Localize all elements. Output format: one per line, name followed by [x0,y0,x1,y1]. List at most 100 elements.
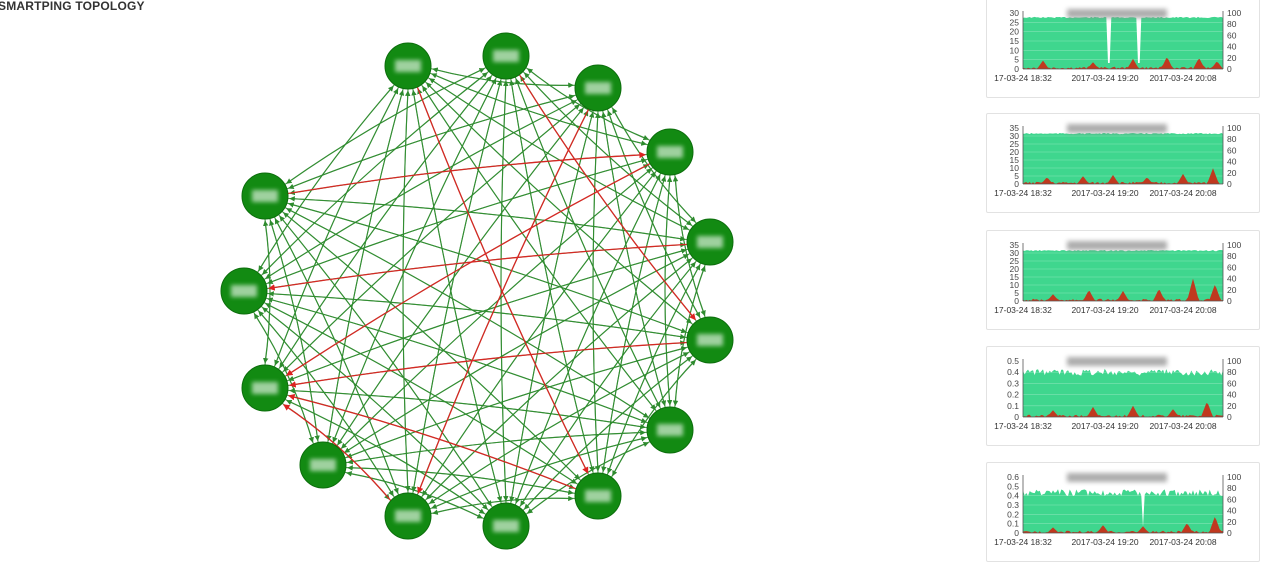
right-tick-label: 20 [1227,53,1237,63]
right-tick-label: 80 [1227,483,1237,493]
left-tick-label: 25 [1010,17,1020,27]
topology-node[interactable] [241,364,289,412]
edge-layer [253,67,706,520]
network-link [327,89,405,443]
network-link [612,358,697,477]
topology-node[interactable] [241,172,289,220]
right-tick-label: 80 [1227,134,1237,144]
right-tick-label: 100 [1227,240,1241,250]
left-tick-label: 0.4 [1007,367,1019,377]
loss-area [1023,403,1223,417]
right-tick-label: 20 [1227,285,1237,295]
right-tick-label: 80 [1227,367,1237,377]
topology-node[interactable] [646,406,694,454]
network-link [674,174,706,317]
left-tick-label: 0 [1014,528,1019,538]
right-tick-label: 60 [1227,145,1237,155]
node-label-redacted [493,520,519,532]
topology-node[interactable] [384,42,432,90]
network-link [274,86,400,366]
x-tick-label: 2017-03-24 20:08 [1149,537,1216,547]
x-tick-label: 17-03-24 18:32 [994,73,1052,83]
network-link [279,215,493,508]
right-tick-label: 40 [1227,42,1237,52]
latency-area [1023,368,1223,417]
left-tick-label: 0 [1014,412,1019,422]
right-tick-label: 20 [1227,168,1237,178]
topology-graph[interactable] [0,0,960,573]
network-link [286,208,651,419]
node-label-redacted [697,236,723,248]
network-link [265,98,579,280]
right-tick-label: 60 [1227,378,1237,388]
network-link [283,212,582,481]
loss-area [1023,278,1223,301]
chart-title-redacted [1067,9,1167,18]
left-tick-label: 0.5 [1007,481,1019,491]
topology-node[interactable] [482,502,530,550]
network-link [500,78,509,502]
left-tick-label: 0 [1014,179,1019,189]
network-link [286,399,487,516]
left-tick-label: 25 [1010,256,1020,266]
node-label-redacted [252,190,278,202]
left-tick-label: 0.1 [1007,401,1019,411]
x-tick-label: 2017-03-24 20:08 [1149,305,1216,315]
topology-node[interactable] [646,128,694,176]
topology-node[interactable] [686,316,734,364]
node-label-redacted [310,459,336,471]
right-tick-label: 60 [1227,494,1237,504]
network-link [258,84,395,272]
topology-node[interactable] [482,32,530,80]
latency-area [1023,250,1223,301]
topology-node[interactable] [384,492,432,540]
network-link [430,68,574,88]
x-tick-label: 17-03-24 18:32 [994,537,1052,547]
topology-node[interactable] [220,267,268,315]
alert-link [288,393,577,490]
network-link [347,431,648,465]
right-tick-label: 100 [1227,8,1241,18]
topology-node[interactable] [574,472,622,520]
right-tick-label: 80 [1227,251,1237,261]
left-tick-label: 15 [1010,155,1020,165]
network-link [288,248,689,382]
network-link [602,110,667,407]
network-link [289,388,648,429]
right-tick-label: 40 [1227,506,1237,516]
topology-canvas[interactable] [0,0,960,573]
x-tick-label: 17-03-24 18:32 [994,188,1052,198]
network-link [402,88,411,492]
left-tick-label: 35 [1010,123,1020,133]
network-link [412,88,503,503]
network-link [672,264,706,407]
left-tick-label: 35 [1010,240,1020,250]
right-tick-label: 0 [1227,528,1232,538]
left-tick-label: 30 [1010,248,1020,258]
x-tick-label: 17-03-24 18:32 [994,421,1052,431]
right-tick-label: 0 [1227,296,1232,306]
loss-area [1023,517,1223,533]
network-link [268,291,688,339]
right-tick-label: 20 [1227,517,1237,527]
alert-link [289,341,688,388]
topology-node[interactable] [574,64,622,112]
network-link [341,166,654,449]
alert-link [268,243,688,291]
right-tick-label: 20 [1227,401,1237,411]
network-link [253,313,315,445]
topology-node[interactable] [299,441,347,489]
x-tick-label: 2017-03-24 19:20 [1071,73,1138,83]
center-hole [464,274,496,306]
network-link [606,108,701,318]
network-link [429,72,647,146]
topology-node[interactable] [686,218,734,266]
network-link [432,497,576,515]
